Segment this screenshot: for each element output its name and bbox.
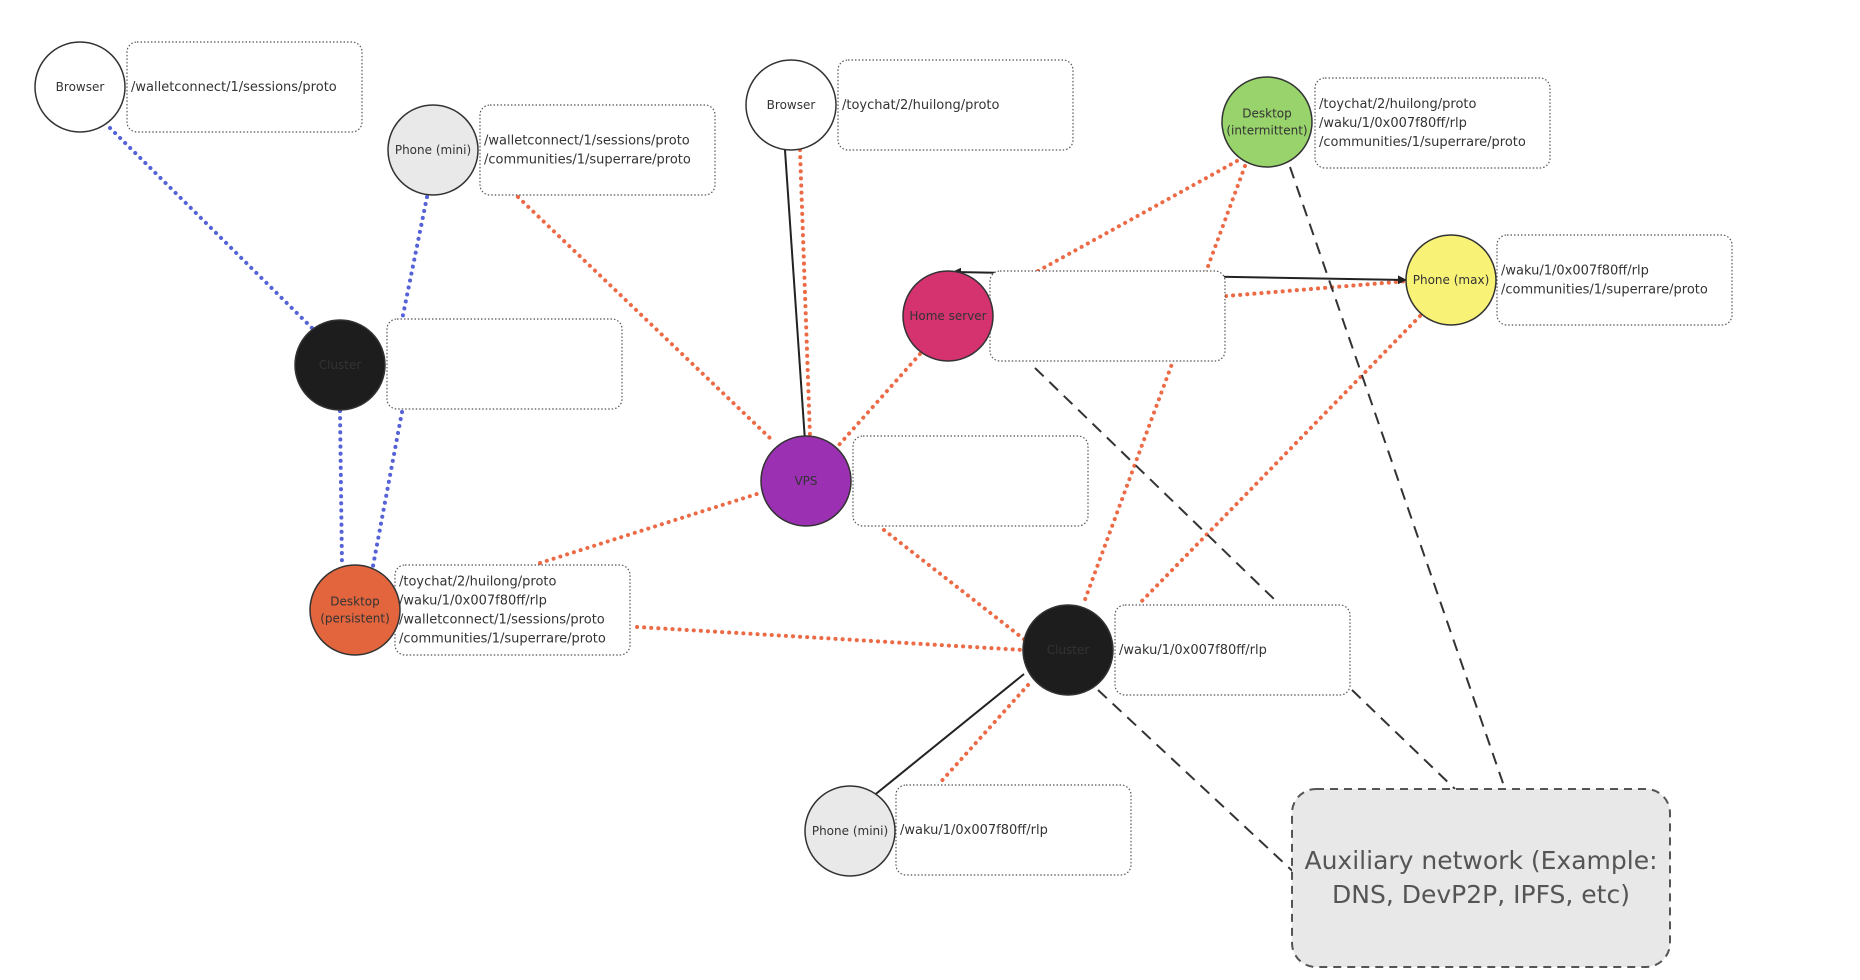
connection-phone-mini-top-to-vps-orange-dotted-line [516, 195, 775, 443]
protocol-topic: /communities/1/superrare/proto [484, 153, 691, 168]
protocol-box-cluster-center: /waku/1/0x007f80ff/rlp [1114, 604, 1351, 696]
protocol-box-frame [895, 784, 1132, 876]
protocol-topic: /communities/1/superrare/proto [1501, 283, 1708, 298]
node-label: Phone (max) [1413, 273, 1490, 287]
node-circle [745, 59, 837, 151]
node-circle [387, 104, 479, 196]
protocol-box-desktop-persistent: /toychat/2/huilong/proto/waku/1/0x007f80… [394, 564, 631, 656]
connection-cluster-center-to-phone-mini-bottom-orange-dotted-line [936, 683, 1030, 787]
connection-cluster-center-to-phone-mini-bottom-arrow [855, 673, 1025, 811]
node-label: Cluster [1047, 643, 1090, 657]
node-cluster-left: Cluster [294, 319, 386, 411]
connection-desktop-intermittent-to-auxiliary-dashed-line [1289, 166, 1506, 790]
protocol-box-frame [1314, 77, 1551, 169]
protocol-box-phone-mini-bottom: /waku/1/0x007f80ff/rlp [895, 784, 1132, 876]
node-desktop-intermittent: Desktop (intermittent) [1221, 76, 1313, 168]
connection-cluster-box-to-auxiliary-dashed-line [1351, 689, 1456, 790]
protocol-box-frame [837, 59, 1074, 151]
node-label: (persistent) [320, 612, 390, 626]
protocol-topic: /waku/1/0x007f80ff/rlp [900, 823, 1048, 838]
protocol-box-frame [126, 41, 363, 133]
auxiliary-network-frame [1291, 788, 1671, 968]
protocol-box-vps [852, 435, 1089, 527]
node-circle [309, 564, 401, 656]
protocol-topic: /waku/1/0x007f80ff/rlp [399, 594, 547, 609]
node-label: Phone (mini) [812, 824, 888, 838]
node-circle [1022, 604, 1114, 696]
protocol-topic: /waku/1/0x007f80ff/rlp [1119, 643, 1267, 658]
node-circle [804, 785, 896, 877]
node-circle [1221, 76, 1313, 168]
connection-desktop-persistent-to-cluster-center-orange-dotted-line [635, 625, 1025, 652]
protocol-topic: /waku/1/0x007f80ff/rlp [1319, 116, 1467, 131]
protocol-box-frame [989, 270, 1226, 362]
node-phone-mini-bottom: Phone (mini) [804, 785, 896, 877]
node-home-server: Home server [902, 270, 994, 362]
auxiliary-network-label: DNS, DevP2P, IPFS, etc) [1332, 880, 1630, 909]
protocol-box-frame [1114, 604, 1351, 696]
node-label: Browser [56, 80, 105, 94]
auxiliary-network-box: Auxiliary network (Example: DNS, DevP2P, … [1291, 788, 1671, 968]
protocol-box-frame [852, 435, 1089, 527]
protocol-box-home-server [989, 270, 1226, 362]
protocol-topic: /walletconnect/1/sessions/proto [399, 613, 605, 628]
connection-home-server-to-phone-max-orange-dotted-line [1224, 279, 1410, 298]
node-phone-max: Phone (max) [1405, 234, 1497, 326]
protocol-topic: /toychat/2/huilong/proto [842, 98, 999, 113]
protocol-box-phone-mini-top: /walletconnect/1/sessions/proto/communit… [479, 104, 716, 196]
node-label: Browser [767, 98, 816, 112]
node-circle [294, 319, 386, 411]
connection-browser-left-to-cluster-left-blue-dotted-line [108, 126, 314, 330]
protocol-topic: /toychat/2/huilong/proto [399, 575, 556, 590]
connection-phone-mini-top-to-desktop-persistent-blue-dotted-line [371, 410, 404, 568]
auxiliary-network-label: Auxiliary network (Example: [1304, 846, 1657, 875]
node-circle [902, 270, 994, 362]
node-label: Desktop [330, 595, 380, 609]
connection-desktop-intermittent-to-cluster-center-orange-dotted-line [1081, 164, 1247, 607]
protocol-box-frame [386, 318, 623, 410]
node-desktop-persistent: Desktop (persistent) [309, 564, 401, 656]
node-circle [1405, 234, 1497, 326]
connection-cluster-center-to-auxiliary-dashed-line [1097, 689, 1301, 879]
protocol-box-frame [1496, 234, 1733, 326]
node-phone-mini-top: Phone (mini) [387, 104, 479, 196]
protocol-topic: /toychat/2/huilong/proto [1319, 97, 1476, 112]
connection-phone-mini-top-to-cluster-left-blue-dotted-line [400, 195, 429, 322]
protocol-box-frame [479, 104, 716, 196]
connection-desktop-persistent-to-vps-orange-dotted-line [538, 491, 762, 565]
protocol-box-desktop-intermittent: /toychat/2/huilong/proto/waku/1/0x007f80… [1314, 77, 1551, 169]
node-label: Cluster [319, 358, 362, 372]
protocol-box-phone-max: /waku/1/0x007f80ff/rlp/communities/1/sup… [1496, 234, 1733, 326]
connection-browser-center-to-vps-bidirectional-arrow [777, 91, 811, 471]
node-label: Phone (mini) [395, 143, 471, 157]
node-cluster-center: Cluster [1022, 604, 1114, 696]
node-label: Home server [909, 309, 986, 323]
protocol-topic: /walletconnect/1/sessions/proto [131, 80, 337, 95]
node-label: VPS [794, 474, 817, 488]
protocol-box-browser-left: /walletconnect/1/sessions/proto [126, 41, 363, 133]
connection-home-server-to-auxiliary-dashed-line [1034, 367, 1276, 601]
node-browser-center: Browser [745, 59, 837, 151]
auxiliary-network-layer: Auxiliary network (Example: DNS, DevP2P, … [1291, 788, 1671, 968]
protocol-topic: /communities/1/superrare/proto [399, 632, 606, 647]
node-label: Desktop [1242, 107, 1292, 121]
protocol-topic: /communities/1/superrare/proto [1319, 135, 1526, 150]
connections-layer [108, 91, 1506, 879]
connection-vps-to-cluster-center-orange-dotted-line [882, 528, 1027, 642]
connection-home-server-to-vps-orange-dotted-line [836, 352, 922, 448]
protocol-topic: /walletconnect/1/sessions/proto [484, 134, 690, 149]
protocol-box-cluster-left [386, 318, 623, 410]
protocol-boxes-layer: /walletconnect/1/sessions/proto/walletco… [126, 41, 1733, 876]
node-browser-left: Browser [34, 41, 126, 133]
node-circle [760, 435, 852, 527]
protocol-box-browser-center: /toychat/2/huilong/proto [837, 59, 1074, 151]
connection-cluster-left-to-desktop-persistent-blue-dotted-line [338, 409, 344, 568]
node-circle [34, 41, 126, 133]
protocol-topic: /waku/1/0x007f80ff/rlp [1501, 264, 1649, 279]
connection-desktop-intermittent-to-home-server-orange-dotted-line [1036, 159, 1239, 273]
node-label: (intermittent) [1226, 124, 1307, 138]
node-vps: VPS [760, 435, 852, 527]
